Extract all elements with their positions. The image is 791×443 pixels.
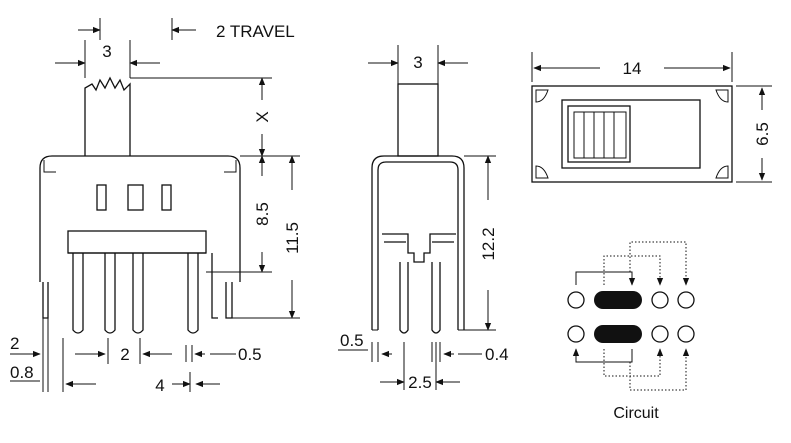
terminal [677,325,695,343]
end-dim-width-top: 3 [413,53,422,72]
slider-slot [561,99,701,169]
dim-body-height: 8.5 [253,202,272,226]
contact-bridge [594,291,642,309]
circuit-diagram: Circuit [567,241,695,422]
end-dim-span: 2.5 [408,373,432,392]
end-actuator [397,83,439,157]
side-view: 3 2 TRAVEL X 8.5 11.5 2 0.8 2 [10,18,302,395]
end-body [371,155,465,330]
pin [132,253,144,334]
top-dim-width: 6.5 [753,122,772,146]
dim-span: 4 [155,376,164,395]
dim-pitch: 2 [120,345,129,364]
terminal [651,325,669,343]
body-base [67,230,207,254]
dim-pin-width: 0.5 [238,345,262,364]
terminal [567,291,585,309]
slider-knob [567,105,631,163]
dim-pin-offset: 0.8 [10,363,34,382]
top-body [531,85,733,183]
pin [72,253,84,334]
switch-body [39,155,241,282]
terminal [651,291,669,309]
dim-pin-thickness: 2 [10,334,19,353]
circuit-label: Circuit [613,405,659,422]
dim-x: X [253,111,272,122]
terminal [567,325,585,343]
actuator-knob [84,76,131,156]
pin [187,253,199,334]
dim-width-top: 3 [102,42,111,61]
top-dim-length: 14 [623,59,642,78]
dim-total-height: 11.5 [283,222,302,254]
top-view: 14 6.5 [531,52,772,183]
contact-bridge [594,325,642,343]
end-dim-height: 12.2 [479,227,498,260]
end-dim-pin-right: 0.4 [485,345,509,364]
pin [104,253,116,334]
end-view: 3 12.2 0.5 0.4 2.5 [338,45,509,392]
end-dim-pin-left: 0.5 [340,331,364,350]
dim-travel: 2 TRAVEL [216,22,295,41]
terminal [677,291,695,309]
